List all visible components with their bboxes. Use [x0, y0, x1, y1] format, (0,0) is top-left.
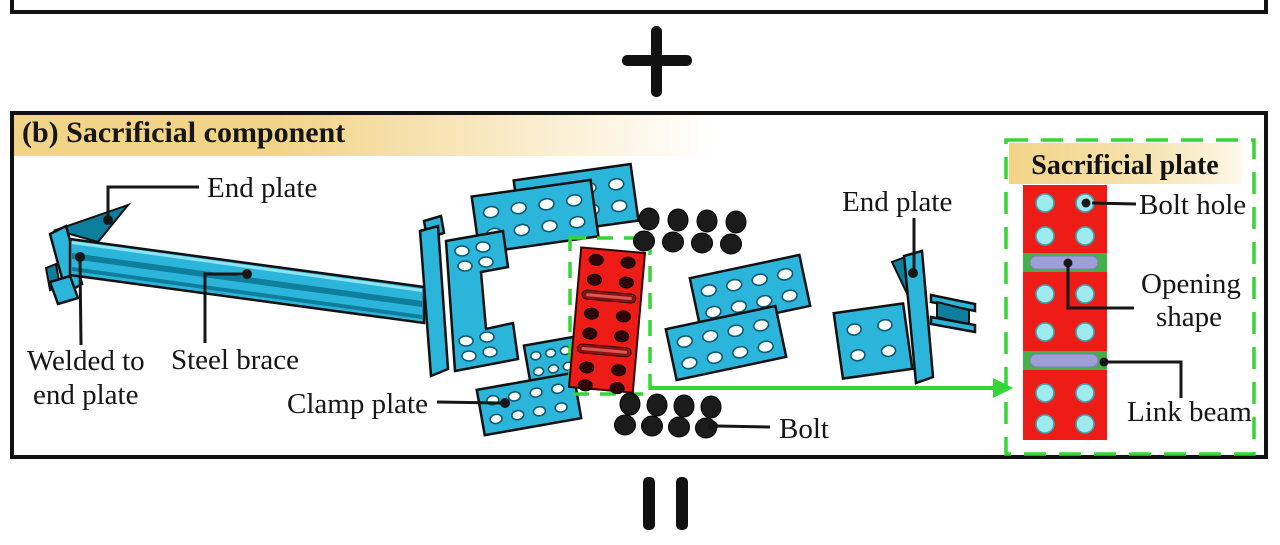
bolt-holes [486, 383, 568, 425]
panel-a-box [10, 0, 1268, 14]
label-clamp-plate: Clamp plate [287, 388, 428, 420]
label-end-plate-right: End plate [842, 186, 952, 218]
opening-slot-bottom [1029, 353, 1099, 368]
sacrificial-plate-front-view [1023, 185, 1107, 440]
clamp-plate-right-top [688, 253, 812, 331]
label-bolt: Bolt [779, 413, 829, 445]
front-clamp-plate [832, 302, 914, 380]
bolt-holes [577, 253, 636, 395]
clamp-plate-right-bottom [664, 304, 788, 382]
leader-dot [500, 398, 510, 408]
stub-beam-top-flange [929, 293, 977, 313]
equals-right-bar [676, 477, 688, 530]
bolt-holes [846, 318, 897, 362]
bolt-holes [1035, 193, 1095, 434]
leader-clamp-plate [436, 400, 502, 405]
leader-dot [708, 421, 718, 431]
bolts-bottom-group [614, 392, 722, 439]
leader-end-plate-left [106, 185, 199, 216]
equals-left-bar [643, 477, 655, 530]
leader-bolt [716, 424, 771, 429]
panel-b-header-band: (b) Sacrificial component [14, 115, 714, 156]
leader-dot [1063, 258, 1073, 268]
steel-brace-beam [68, 237, 426, 325]
leader-bolt-hole [1091, 201, 1137, 206]
label-welded-line2: end plate [33, 379, 138, 411]
detail-title: Sacrificial plate [1031, 150, 1218, 181]
bolt-holes [530, 345, 574, 377]
leader-dot [1099, 357, 1109, 367]
right-end-plate-assembly [832, 249, 977, 385]
leader-dot [242, 269, 252, 279]
leader-dot [1081, 198, 1091, 208]
leader-dot [103, 215, 113, 225]
detail-dashed-border [1004, 138, 1256, 456]
detail-header-band [1009, 143, 1242, 184]
detail-arrow [651, 378, 1013, 398]
leader-link-beam [1108, 360, 1183, 398]
brace-end-plate [418, 224, 450, 378]
label-welded-line1: Welded to [27, 345, 145, 377]
brace-right-end [418, 214, 520, 378]
annotations: End plate Welded to end plate Steel brac… [27, 172, 1252, 445]
bolt-holes [700, 267, 798, 319]
bolt [691, 209, 718, 254]
label-opening-line2: shape [1156, 301, 1222, 333]
plus-vertical-bar [651, 26, 662, 97]
label-steel-brace: Steel brace [171, 344, 299, 376]
bolt [614, 392, 641, 436]
arrowhead [993, 378, 1013, 398]
bolt-holes [454, 241, 498, 362]
label-end-plate-left: End plate [207, 172, 317, 204]
opening-slots [576, 289, 637, 358]
bolt-holes [676, 318, 774, 370]
label-bolt-hole: Bolt hole [1139, 189, 1246, 221]
leader-opening-shape [1066, 266, 1134, 310]
leader-welded [78, 260, 83, 346]
sacrificial-plate-highlight-box [568, 236, 652, 396]
bolt [720, 210, 747, 255]
label-link-beam: Link beam [1127, 396, 1252, 428]
leader-steel-brace [203, 272, 243, 343]
label-opening-line1: Opening [1141, 268, 1241, 300]
bolt [668, 394, 695, 438]
gusset-plate [52, 202, 131, 244]
bolts-top-group [633, 207, 747, 255]
end-plate-right-shape [902, 249, 935, 385]
bolt [695, 395, 722, 439]
leader-dot [75, 252, 85, 262]
bolt [641, 393, 668, 437]
sacrificial-plate-detail: Sacrificial plate [1004, 138, 1256, 456]
stub-beam-bottom-flange [929, 315, 977, 334]
bolt [633, 207, 660, 252]
sacrificial-plate-main [567, 246, 647, 395]
leader-dot [908, 268, 918, 278]
end-plate-foot [48, 274, 80, 306]
panel-b-title: (b) Sacrificial component [22, 116, 346, 149]
bolt [662, 208, 689, 253]
